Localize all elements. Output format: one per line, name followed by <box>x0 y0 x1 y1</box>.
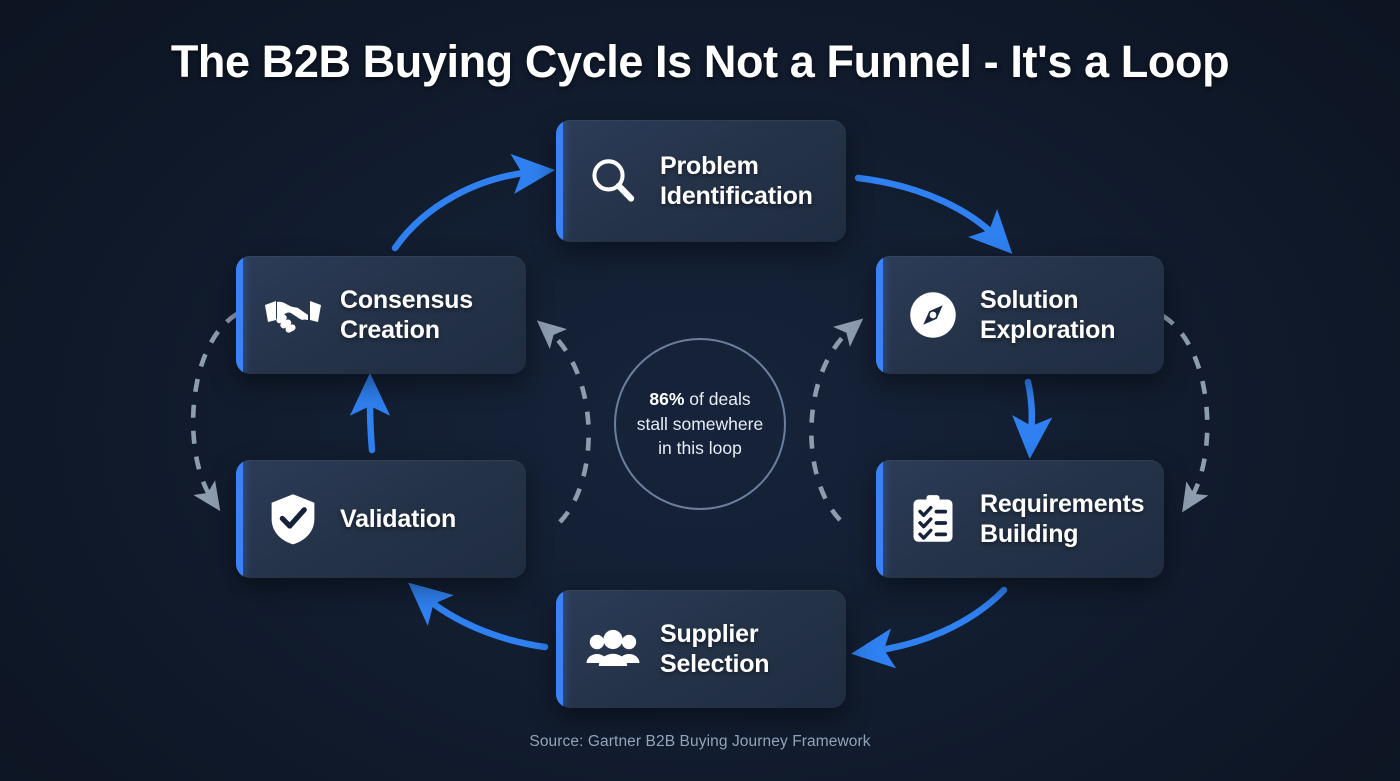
dashed-arc-inner-left <box>536 320 591 524</box>
center-stat-line2: stall somewhere <box>636 413 764 434</box>
node-consensus-creation[interactable]: Consensus Creation <box>236 256 526 374</box>
node-label: Solution Exploration <box>980 286 1116 344</box>
handshake-icon <box>264 286 322 344</box>
arrow-solution-to-requirements <box>1012 378 1053 460</box>
node-solution-exploration[interactable]: Solution Exploration <box>876 256 1164 374</box>
dashed-arc-inner-right <box>809 318 864 522</box>
center-stat-circle: 86% of deals stall somewhere in this loo… <box>614 338 786 510</box>
arrow-requirements-to-supplier <box>851 586 1008 669</box>
center-stat-highlight: 86% <box>649 388 685 409</box>
arrow-problem-to-solution <box>854 174 1013 254</box>
people-group-icon <box>584 620 642 678</box>
node-label: Consensus Creation <box>340 286 473 344</box>
dashed-arc-outer-right <box>1161 314 1210 513</box>
source-caption: Source: Gartner B2B Buying Journey Frame… <box>529 733 871 750</box>
node-label: Problem Identification <box>660 152 813 210</box>
arrow-supplier-to-validation <box>408 582 549 651</box>
page-title: The B2B Buying Cycle Is Not a Funnel - I… <box>170 36 1230 87</box>
arrow-validation-to-consensus <box>349 372 391 454</box>
center-stat-line1-rest: of deals <box>684 388 751 409</box>
clipboard-checklist-icon <box>904 490 962 548</box>
node-label: Requirements Building <box>980 490 1145 548</box>
node-requirements-building[interactable]: Requirements Building <box>876 460 1164 578</box>
node-validation[interactable]: Validation <box>236 460 526 578</box>
node-supplier-selection[interactable]: Supplier Selection <box>556 590 846 708</box>
shield-check-icon <box>264 490 322 548</box>
node-problem-identification[interactable]: Problem Identification <box>556 120 846 242</box>
arrow-consensus-to-problem <box>391 153 556 252</box>
node-label: Validation <box>340 505 457 533</box>
dashed-arc-outer-left <box>190 312 239 512</box>
compass-icon <box>904 286 962 344</box>
center-stat-text: 86% of deals stall somewhere in this loo… <box>627 387 773 462</box>
magnifier-icon <box>584 152 642 210</box>
node-label: Supplier Selection <box>660 620 770 678</box>
center-stat-line3: in this loop <box>658 438 742 459</box>
